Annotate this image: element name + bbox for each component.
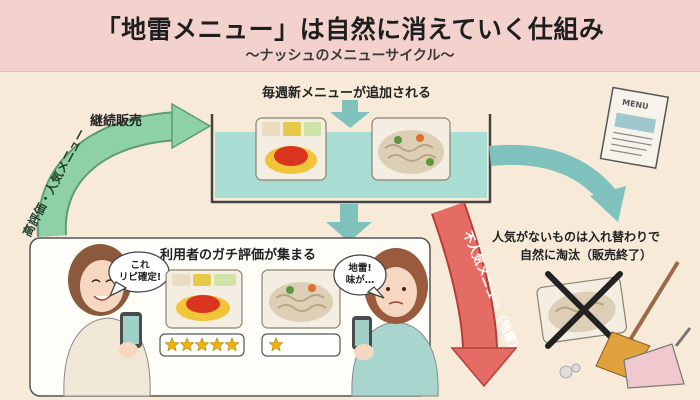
good-rating — [159, 333, 245, 357]
container-outline — [210, 114, 492, 204]
happy-bubble-line2: リピ確定! — [118, 272, 162, 283]
to-reviews-arrow — [326, 204, 372, 242]
unhappy-user-bubble — [333, 254, 387, 299]
unhappy-bubble-text: 地雷! 味が… — [336, 263, 384, 287]
star-icon — [164, 337, 180, 352]
page-subtitle: 〜ナッシュのメニューサイクル〜 — [245, 48, 455, 64]
unpopular-arrow — [431, 201, 518, 388]
star-icon — [224, 337, 240, 352]
star-icon — [179, 337, 195, 352]
star-icon — [268, 337, 284, 352]
container-tray-omurice — [255, 117, 327, 181]
unhappy-bubble-line1: 地雷! — [348, 263, 372, 274]
star-icon — [209, 337, 225, 352]
page-title: 「地雷メニュー」は自然に消えていく仕組み — [95, 15, 605, 44]
dust-icon — [559, 363, 581, 379]
container-tray-noodle — [371, 117, 451, 181]
bad-rating — [261, 333, 341, 357]
weekly-new-arrow — [330, 100, 370, 128]
replaced-label-line1: 人気がないものは入れ替わりで — [492, 230, 661, 244]
weekly-new-label: 毎週新メニューが追加される — [262, 86, 432, 101]
happy-bubble-text: これ リピ確定! — [112, 260, 168, 284]
popular-arrow — [36, 102, 212, 237]
unhappy-user-illustration — [351, 248, 439, 397]
review-tray-noodle — [261, 269, 341, 329]
replaced-label-line2: 自然に淘汰（販売終了） — [520, 248, 653, 262]
header-banner: 「地雷メニュー」は自然に消えていく仕組み 〜ナッシュのメニューサイクル〜 — [0, 0, 700, 72]
dustpan-icon — [623, 327, 692, 389]
to-replace-arrow — [488, 144, 626, 222]
review-tray-omurice — [165, 269, 243, 329]
menu-sign-icon — [599, 86, 670, 170]
discontinued-x-icon — [545, 271, 623, 349]
reviews-gather-label: 利用者のガチ評価が集まる — [160, 248, 317, 263]
star-icon — [194, 337, 210, 352]
continued-sales-label: 継続販売 — [90, 114, 143, 129]
unhappy-bubble-line2: 味が… — [345, 275, 375, 286]
happy-bubble-line1: これ — [130, 260, 150, 271]
